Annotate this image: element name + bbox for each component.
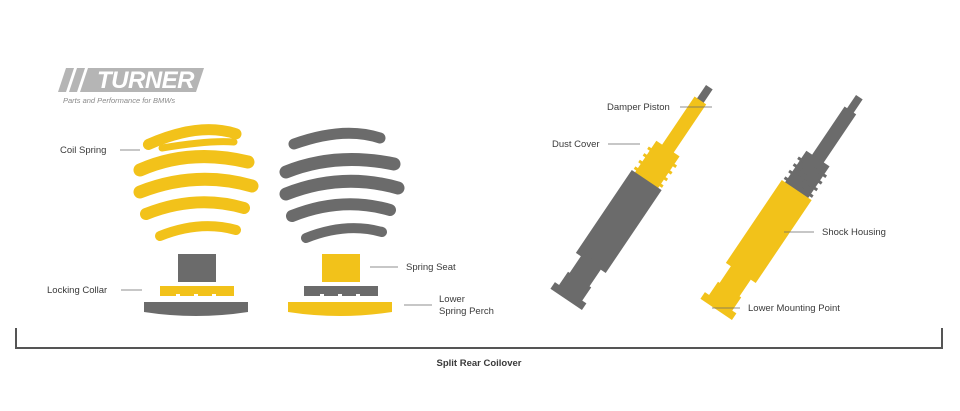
lower-mount-eye xyxy=(550,282,587,311)
spring-coil xyxy=(286,198,396,222)
shock-absorber-gray-piston xyxy=(700,94,863,321)
dust-cover-rib xyxy=(647,146,678,169)
gray-locking-collar xyxy=(304,286,378,297)
label-locking-collar: Locking Collar xyxy=(47,285,107,296)
collar-notch xyxy=(356,294,360,297)
dust-cover-rib xyxy=(642,153,673,175)
caption: Split Rear Coilover xyxy=(437,358,522,369)
logo-stripe xyxy=(69,68,85,92)
collar-notch xyxy=(212,294,216,297)
collar-notch xyxy=(194,294,198,297)
spring-coil xyxy=(142,124,242,150)
dust-cover-rib xyxy=(788,169,819,192)
yellow-locking-collar xyxy=(160,286,234,297)
collar-notch xyxy=(338,294,342,297)
shock-housing xyxy=(725,179,812,284)
spring-coil xyxy=(140,196,250,220)
yellow-coil-spring xyxy=(133,124,259,241)
label-coil-spring: Coil Spring xyxy=(60,145,106,156)
label-lower-spring-perch-line2: Spring Perch xyxy=(439,306,494,317)
piston-rod xyxy=(845,94,863,115)
logo-banner xyxy=(80,68,204,92)
logo-tagline: Parts and Performance for BMWs xyxy=(63,96,175,105)
spring-coil xyxy=(301,223,387,243)
dust-cover-rib xyxy=(783,176,814,198)
label-shock-housing: Shock Housing xyxy=(822,227,886,238)
label-dust-cover: Dust Cover xyxy=(552,139,600,150)
spring-coil xyxy=(155,221,241,241)
collar-band xyxy=(304,286,378,296)
label-lower-spring-perch-line1: Lower xyxy=(439,294,465,305)
caption-bracket xyxy=(15,328,943,349)
spring-coil xyxy=(279,174,405,201)
gray-lower-perch xyxy=(144,302,248,316)
dust-cover-rib xyxy=(792,163,823,185)
shock-absorber-yellow-piston xyxy=(550,84,713,311)
label-damper-piston: Damper Piston xyxy=(607,102,670,113)
dust-cover-rib xyxy=(633,166,664,188)
label-spring-seat: Spring Seat xyxy=(406,262,456,273)
label-lower-mounting-point: Lower Mounting Point xyxy=(748,303,840,314)
gray-coil-spring xyxy=(279,127,405,243)
lower-mount-eye xyxy=(700,292,737,321)
dust-cover-rib xyxy=(797,156,828,179)
spring-coil xyxy=(158,138,238,152)
damper-piston xyxy=(661,96,707,155)
collar-notch xyxy=(176,294,180,297)
yellow-lower-perch xyxy=(288,302,392,316)
dust-cover-rib xyxy=(638,159,669,182)
spring-coil xyxy=(133,150,255,177)
shock-housing xyxy=(575,169,662,274)
lower-mount xyxy=(707,281,742,313)
spring-coil xyxy=(288,127,386,150)
collar-band xyxy=(160,286,234,296)
logo-wordmark: TURNER xyxy=(97,67,195,94)
spring-coil xyxy=(133,172,259,199)
spring-coil xyxy=(279,153,401,179)
yellow-spring-seat xyxy=(322,254,360,282)
piston-rod xyxy=(695,84,713,105)
lower-mount xyxy=(557,271,592,303)
turner-logo: TURNER Parts and Performance for BMWs xyxy=(58,67,204,105)
gray-spring-seat xyxy=(178,254,216,282)
damper-piston xyxy=(811,106,857,165)
logo-stripe xyxy=(58,68,74,92)
collar-notch xyxy=(320,294,324,297)
